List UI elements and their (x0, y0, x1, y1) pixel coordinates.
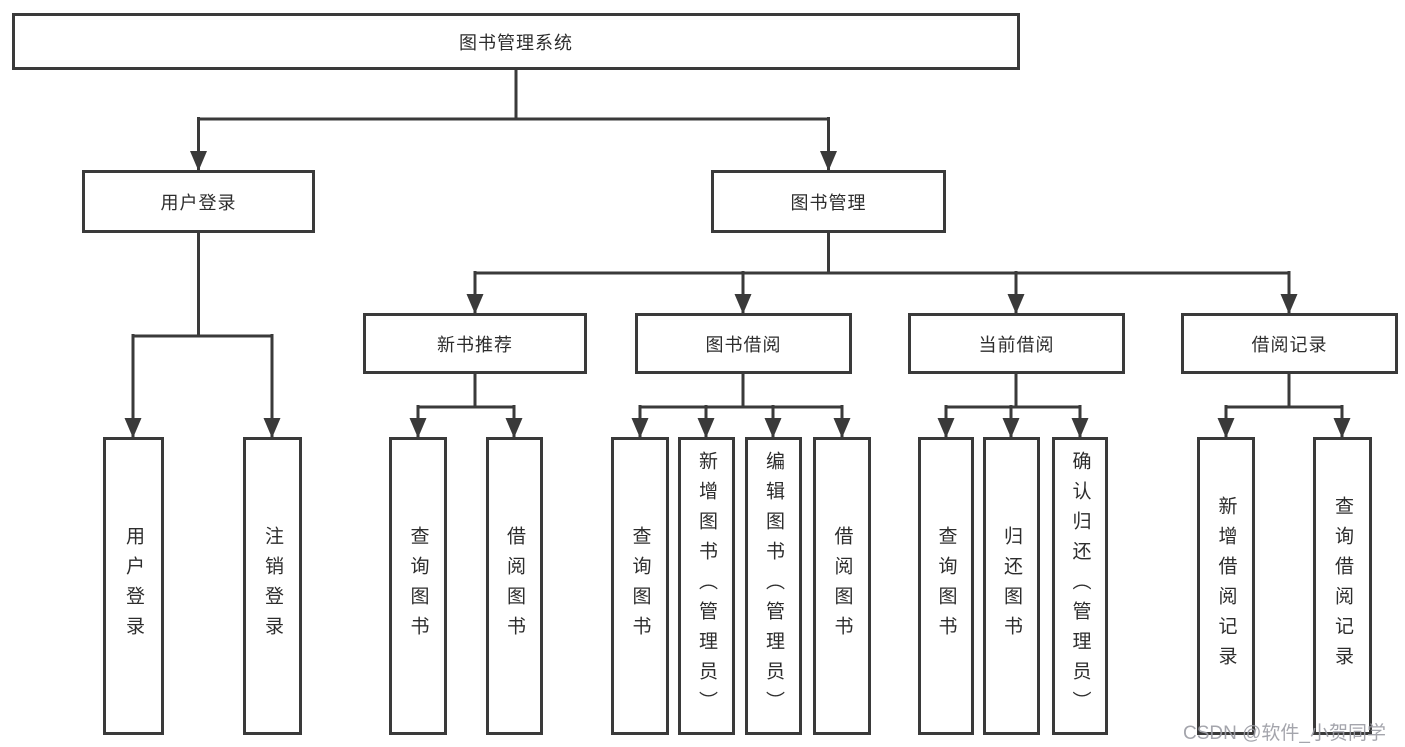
leaf-user-login: 用户登录 (103, 437, 164, 735)
node-library-system: 图书管理系统 (12, 13, 1020, 70)
node-book-borrow: 图书借阅 (635, 313, 852, 374)
node-current-borrow: 当前借阅 (908, 313, 1125, 374)
leaf-bb-query-books-label: 查询图书 (629, 526, 651, 646)
leaf-bb-borrow-books: 借阅图书 (813, 437, 871, 735)
leaf-cb-query-books-label: 查询图书 (935, 526, 957, 646)
leaf-cb-query-books: 查询图书 (918, 437, 974, 735)
leaf-bb-add-books-admin: 新增图书（管理员） (678, 437, 735, 735)
leaf-bb-query-books: 查询图书 (611, 437, 669, 735)
node-borrow-records: 借阅记录 (1181, 313, 1398, 374)
leaf-br-add-record: 新增借阅记录 (1197, 437, 1255, 735)
node-user-login: 用户登录 (82, 170, 315, 233)
leaf-cb-return-books-label: 归还图书 (1001, 526, 1022, 646)
watermark: CSDN @软件_小贺同学 (1183, 723, 1386, 744)
leaf-nbr-query-books: 查询图书 (389, 437, 447, 735)
leaf-bb-add-books-admin-label: 新增图书（管理员） (696, 451, 717, 721)
leaf-cb-confirm-return-admin-label: 确认归还（管理员） (1069, 451, 1091, 721)
leaf-logout-label: 注销登录 (262, 526, 283, 646)
leaf-cb-confirm-return-admin: 确认归还（管理员） (1052, 437, 1108, 735)
leaf-user-login-label: 用户登录 (123, 526, 144, 646)
leaf-nbr-query-books-label: 查询图书 (407, 526, 429, 646)
leaf-nbr-borrow-books: 借阅图书 (486, 437, 543, 735)
leaf-br-query-record-label: 查询借阅记录 (1332, 496, 1353, 676)
leaf-cb-return-books: 归还图书 (983, 437, 1040, 735)
leaf-br-add-record-label: 新增借阅记录 (1215, 496, 1237, 676)
node-new-book-recommend: 新书推荐 (363, 313, 587, 374)
leaf-bb-borrow-books-label: 借阅图书 (831, 526, 853, 646)
leaf-bb-edit-books-admin-label: 编辑图书（管理员） (763, 451, 784, 721)
leaf-bb-edit-books-admin: 编辑图书（管理员） (745, 437, 802, 735)
leaf-br-query-record: 查询借阅记录 (1313, 437, 1372, 735)
node-book-management: 图书管理 (711, 170, 946, 233)
leaf-logout: 注销登录 (243, 437, 302, 735)
leaf-nbr-borrow-books-label: 借阅图书 (504, 526, 525, 646)
